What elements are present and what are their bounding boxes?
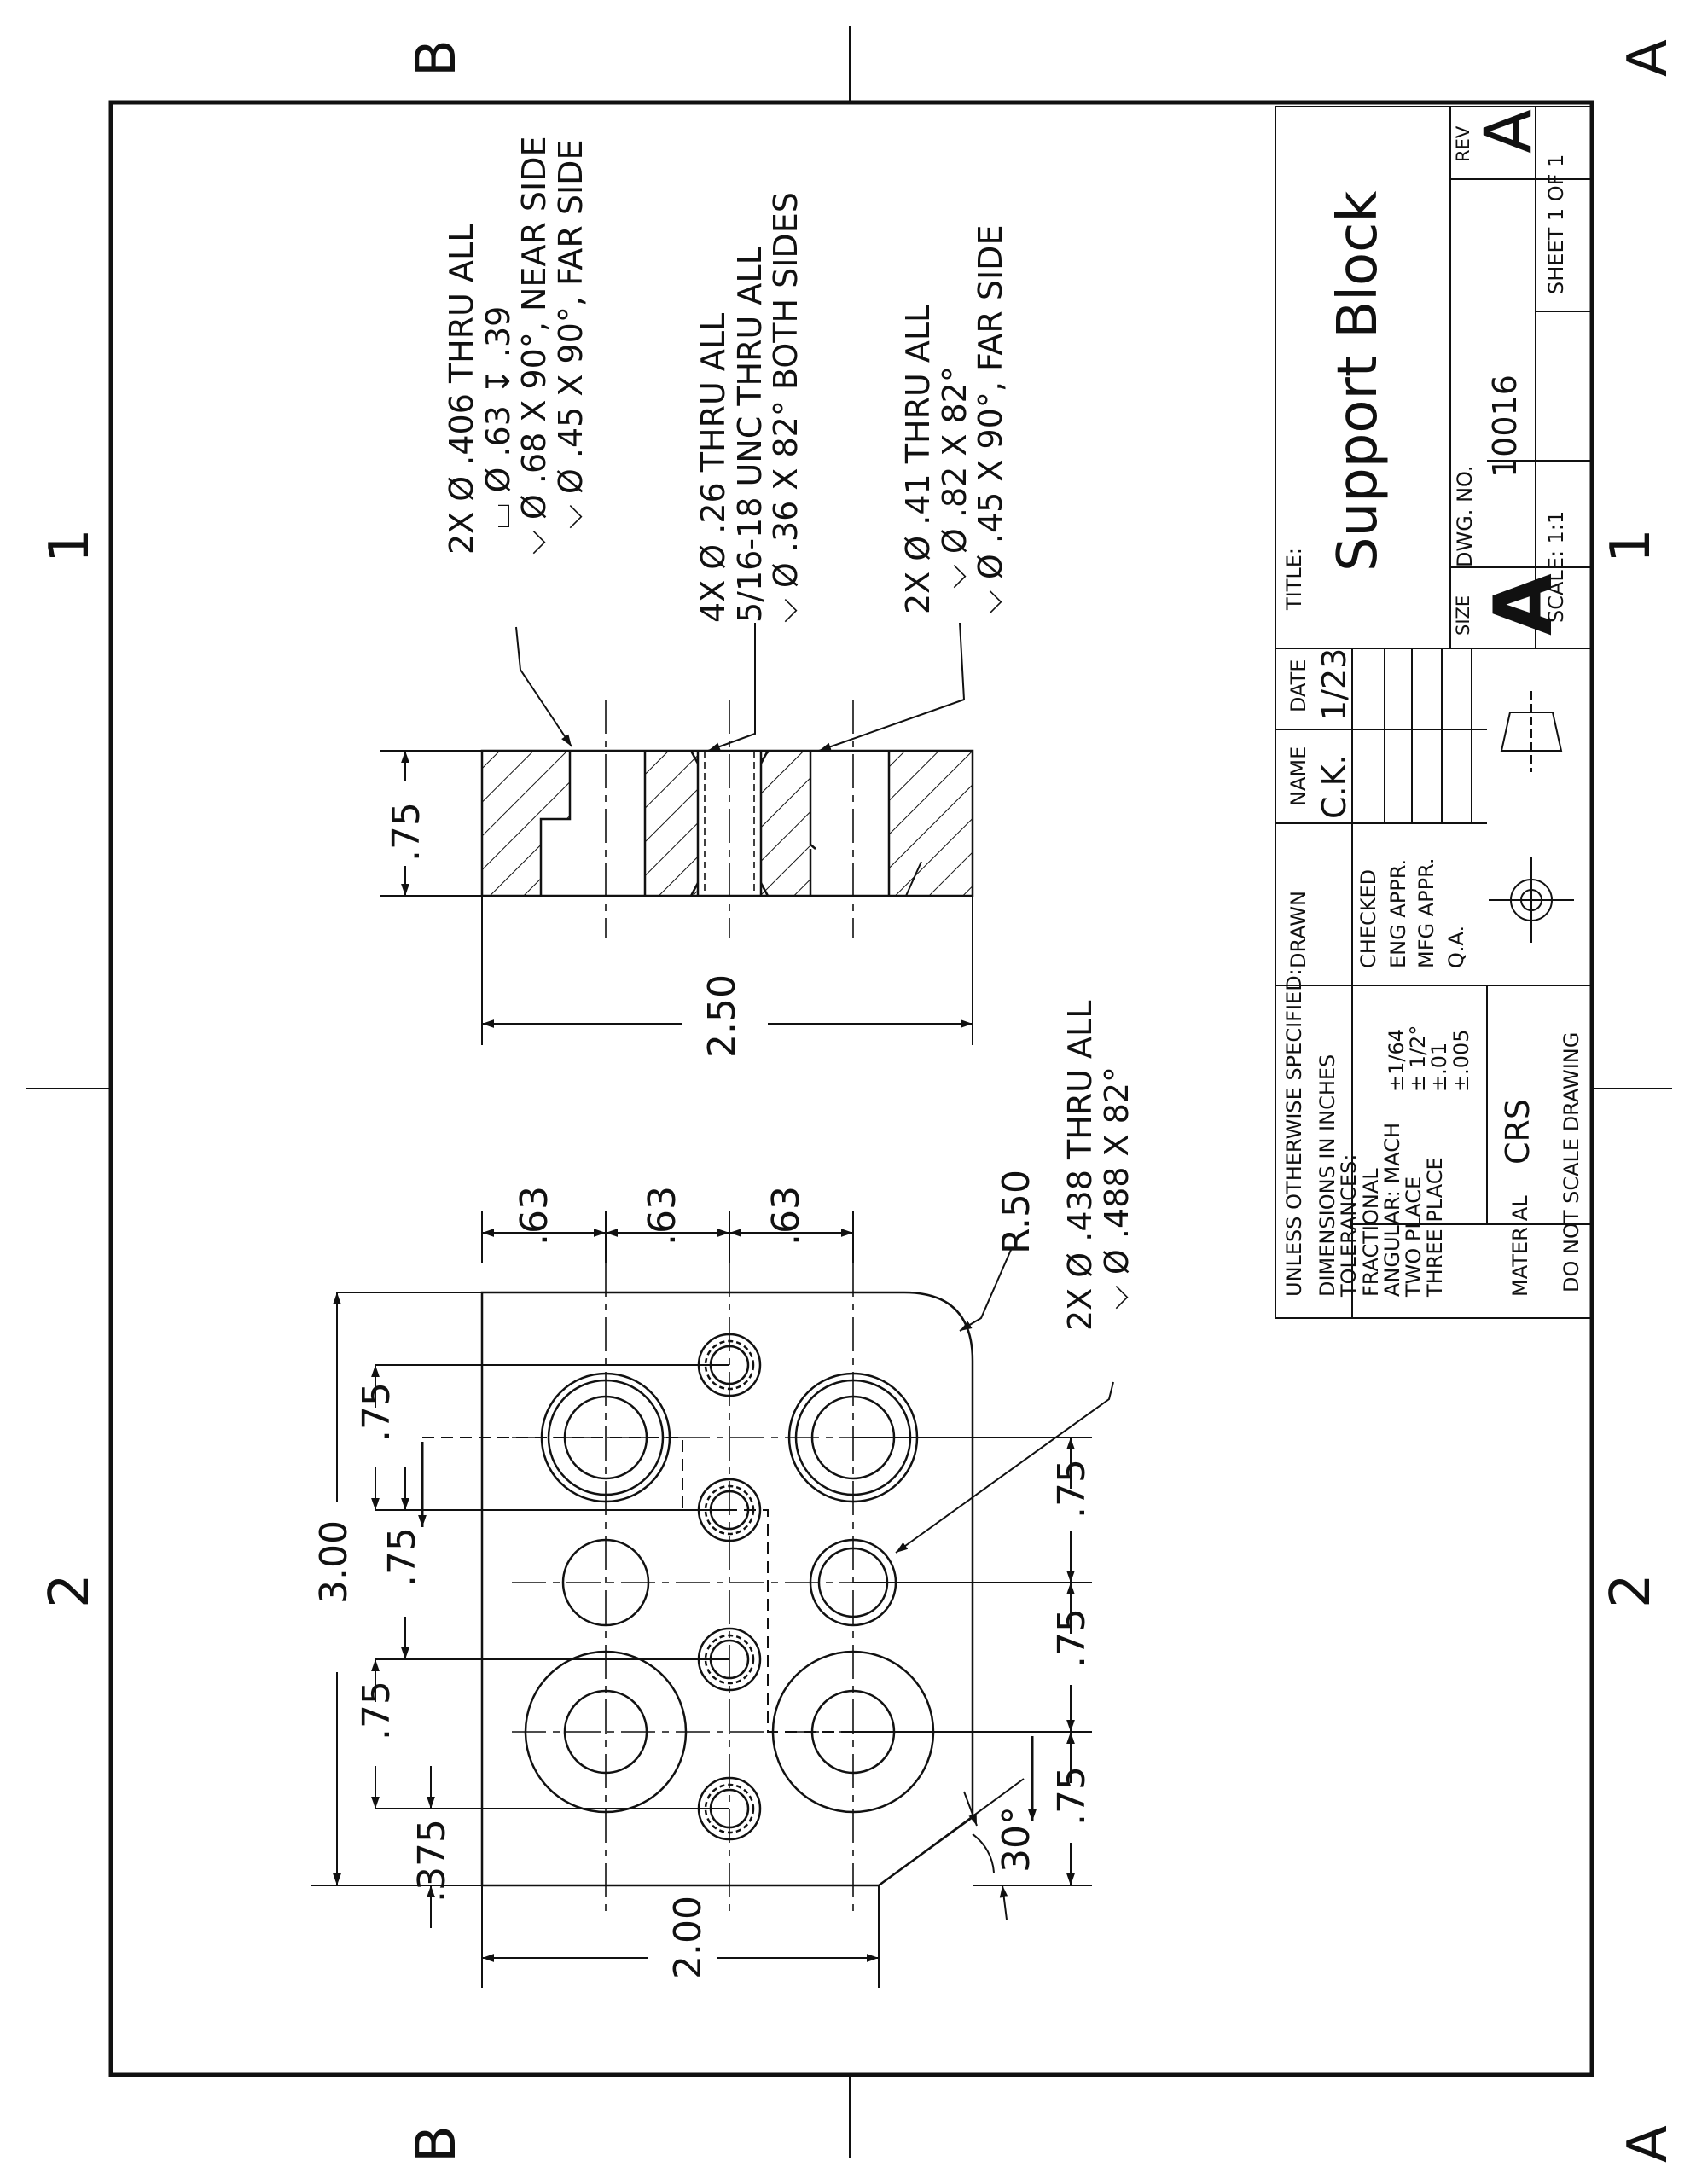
dim-h-3: .75 [1050, 1766, 1094, 1826]
section-view [480, 700, 974, 938]
dim-h-1: .75 [1050, 1459, 1094, 1519]
title-label: TITLE: [1282, 547, 1306, 610]
dim-chamfer-angle: 30° [995, 1806, 1038, 1873]
dim-h-2: .75 [1050, 1608, 1094, 1668]
row-eng-appr: ENG APPR. [1386, 858, 1410, 968]
note-unless: UNLESS OTHERWISE SPECIFIED: [1282, 968, 1306, 1297]
zone-label-right-a: A [1617, 39, 1680, 77]
tolerance-values: ±1/64 ± 1/2° ±.01 ±.005 [1385, 1025, 1473, 1092]
drawn-name: C.K. [1316, 754, 1353, 819]
drawing-title: Support Block [1327, 190, 1390, 572]
scale: SCALE: 1:1 [1544, 510, 1568, 623]
note-fractional: FRACTIONAL [1358, 1168, 1383, 1297]
callout-41-line-3: ⌵ Ø .45 X 90°, FAR SIDE [972, 224, 1010, 614]
zone-label-top-1: 1 [38, 528, 102, 563]
tol-three-place: ±.005 [1449, 1029, 1473, 1092]
callout-406-line-3: ⌵ Ø .68 X 90°, NEAR SIDE [515, 136, 554, 555]
callout-2x-438: 2X Ø .438 THRU ALL ⌵ Ø .488 X 82° [1061, 1000, 1136, 1331]
col-date: DATE [1287, 659, 1310, 712]
title-block-lines [1275, 106, 1593, 1319]
dim-section-width: 2.50 [700, 974, 744, 1058]
callout-41: 2X Ø .41 THRU ALL ⌵ Ø .82 X 82° ⌵ Ø .45 … [899, 224, 1010, 614]
material-label: MATERIAL [1508, 1195, 1532, 1297]
callout-tapped-line-3: ⌵ Ø .36 X 82° BOTH SIDES [767, 192, 805, 623]
callout-tapped: 4X Ø .26 THRU ALL 5/16-18 UNC THRU ALL ⌵… [694, 192, 805, 623]
callout-tapped-line-1: 4X Ø .26 THRU ALL [694, 312, 732, 623]
callout-406-line-2: ⌴ Ø .63 ↧ .39 [479, 305, 517, 529]
rev-value: A [1470, 109, 1546, 154]
note-tolerances: TOLERANCES: [1337, 1153, 1362, 1297]
section-view-dimensions [380, 622, 973, 1045]
callout-406-line-4: ⌵ Ø .45 X 90°, FAR SIDE [551, 139, 590, 529]
row-drawn: DRAWN [1287, 891, 1310, 968]
row-mfg-appr: MFG APPR. [1414, 857, 1438, 968]
dim-hole-spacing-1: .63 [513, 1186, 556, 1246]
zone-label-left-b: B [405, 2125, 468, 2163]
do-not-scale: DO NOT SCALE DRAWING [1560, 1031, 1583, 1292]
size-label: SIZE [1453, 595, 1473, 636]
callout-tapped-line-2: 5/16-18 UNC THRU ALL [730, 247, 769, 623]
callout-406-line-1: 2X Ø .406 THRU ALL [443, 224, 480, 555]
dim-hole-spacing-2: .63 [641, 1186, 684, 1246]
dim-overall-width: 2.00 [666, 1896, 710, 1979]
callout-406: 2X Ø .406 THRU ALL ⌴ Ø .63 ↧ .39 ⌵ Ø .68… [443, 136, 590, 555]
drawn-date: 1/23 [1316, 648, 1353, 721]
dwg-no-label: DWG. NO. [1453, 465, 1477, 567]
row-qa: Q.A. [1444, 925, 1468, 968]
zone-label-bottom-1: 1 [1600, 528, 1663, 563]
dim-v-2: .75 [380, 1527, 424, 1587]
tolerance-notes: UNLESS OTHERWISE SPECIFIED: DIMENSIONS I… [1282, 968, 1448, 1297]
dim-corner-radius: R.50 [995, 1170, 1038, 1254]
dwg-no: 10016 [1486, 375, 1524, 478]
dim-section-thickness: .75 [385, 802, 428, 862]
dim-v-3: .75 [355, 1681, 398, 1740]
callout-438-line-1: 2X Ø .438 THRU ALL [1061, 1000, 1099, 1331]
material-value: CRS [1499, 1098, 1536, 1165]
note-three-place: THREE PLACE [1423, 1157, 1448, 1297]
zone-label-top-2: 2 [38, 1573, 102, 1608]
zone-label-left-a: A [1617, 2125, 1680, 2163]
callout-41-line-2: ⌵ Ø .82 X 82° [935, 366, 973, 589]
dim-overall-length: 3.00 [312, 1520, 356, 1604]
dim-edge-offset: .375 [410, 1819, 454, 1902]
note-angular: ANGULAR: MACH [1379, 1122, 1404, 1297]
dim-hole-spacing-3: .63 [764, 1186, 808, 1246]
zone-label-right-b: B [405, 39, 468, 77]
tol-angular: ± 1/2° [1406, 1025, 1431, 1092]
callout-438-line-2: ⌵ Ø .488 X 82° [1097, 1066, 1136, 1310]
sheet: SHEET 1 OF 1 [1544, 154, 1568, 294]
tol-fractional: ±1/64 [1385, 1028, 1408, 1092]
plan-view-dimensions [311, 1211, 1114, 1988]
row-checked: CHECKED [1356, 868, 1380, 968]
dim-v-1: .75 [355, 1382, 398, 1442]
tol-two-place: ±.01 [1427, 1042, 1452, 1092]
note-dimensions: DIMENSIONS IN INCHES [1316, 1054, 1340, 1297]
note-two-place: TWO PLACE [1401, 1176, 1426, 1297]
zone-label-bottom-2: 2 [1600, 1573, 1663, 1608]
callout-41-line-1: 2X Ø .41 THRU ALL [899, 304, 937, 614]
col-name: NAME [1287, 746, 1310, 806]
